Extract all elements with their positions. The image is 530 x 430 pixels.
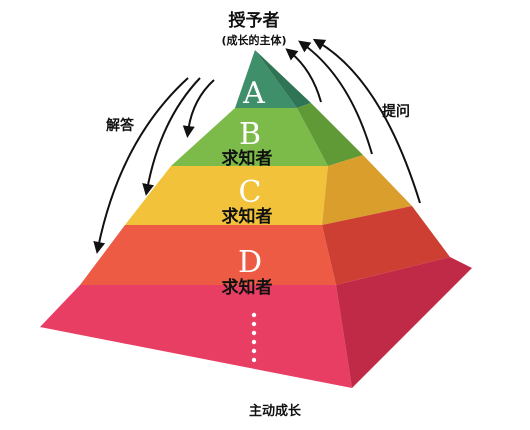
tier-b-letter: B: [239, 117, 261, 152]
tier-base-front: [40, 285, 352, 388]
tier-d-letter: D: [238, 245, 262, 280]
tier-base: [40, 257, 472, 388]
tier-b-side: [297, 103, 363, 166]
answer-arrow-3: [93, 77, 189, 254]
question-arrow-1: [285, 48, 322, 103]
granter-title: 授予者: [229, 10, 280, 31]
tier-a-side: [255, 50, 311, 108]
question-arrows: [285, 38, 421, 204]
tier-c-letter: C: [239, 175, 262, 210]
tier-c-side: [322, 155, 412, 225]
tier-base-side: [336, 257, 472, 388]
tier-b: [171, 103, 363, 166]
answer-arrow-2: [142, 77, 201, 196]
tier-d-role: 求知者: [222, 277, 273, 298]
tier-d: [80, 206, 450, 285]
tier-a: [235, 50, 311, 108]
answer-arrows: [93, 77, 215, 254]
tier-a-letter: A: [242, 76, 265, 111]
granter-subtitle: (成长的主体): [221, 33, 286, 47]
answer-arrow-1: [182, 79, 215, 138]
answer-label: 解答: [106, 117, 135, 134]
ellipsis-dots: [251, 312, 257, 363]
question-arrow-3: [312, 38, 421, 204]
question-arrow-2: [298, 40, 373, 155]
tier-c-role: 求知者: [222, 206, 273, 227]
tier-b-front: [171, 108, 328, 166]
tier-c: [125, 155, 412, 225]
active-growth-label: 主动成长: [249, 403, 302, 419]
tier-d-side: [322, 206, 450, 285]
tier-d-front: [80, 225, 336, 285]
tier-a-front: [235, 50, 297, 108]
tier-b-role: 求知者: [222, 148, 273, 169]
question-label: 提问: [382, 103, 410, 120]
tier-c-front: [125, 166, 328, 225]
